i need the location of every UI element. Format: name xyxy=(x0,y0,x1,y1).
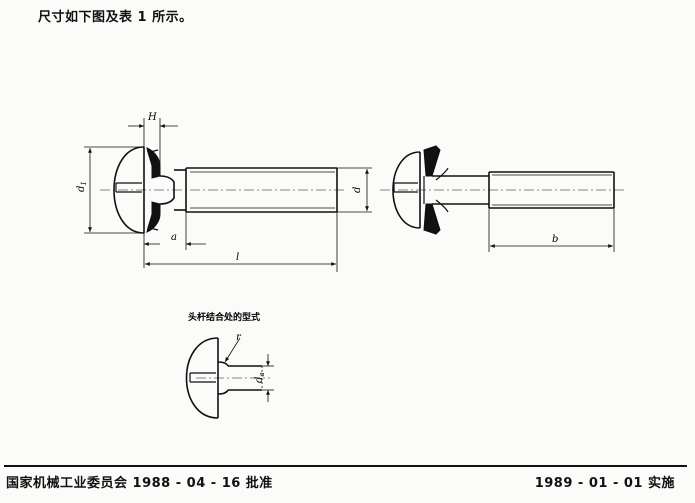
detail-caption: 头杆结合处的型式 xyxy=(188,311,260,323)
washer-section xyxy=(146,147,161,179)
washer-right xyxy=(423,145,441,177)
intro-text: 尺寸如下图及表 1 所示。 xyxy=(38,10,193,25)
dimension-H xyxy=(128,118,178,166)
implementation-date: 1989 - 01 - 01 实施 xyxy=(534,476,675,491)
right-screw-view xyxy=(380,145,624,235)
dimension-l xyxy=(145,212,338,272)
label-d1: d1 xyxy=(76,181,88,192)
label-b: b xyxy=(552,234,558,245)
junction-detail xyxy=(185,337,270,419)
detail-head xyxy=(185,337,219,419)
label-l: l xyxy=(236,252,239,263)
label-r: r xyxy=(236,332,242,343)
label-da: da xyxy=(254,372,266,383)
footer-rule xyxy=(4,465,687,467)
dimension-da xyxy=(262,354,274,402)
dimension-d xyxy=(337,167,372,213)
label-H: H xyxy=(147,112,157,123)
label-a: a xyxy=(171,232,177,243)
left-screw-view xyxy=(100,146,345,234)
dimension-b xyxy=(488,208,615,252)
leader-r xyxy=(224,337,241,363)
dimension-a xyxy=(143,212,206,268)
label-d: d xyxy=(352,187,363,193)
approval-note: 国家机械工业委员会 1988 - 04 - 16 批准 xyxy=(6,476,273,491)
dimension-d1 xyxy=(84,146,144,234)
